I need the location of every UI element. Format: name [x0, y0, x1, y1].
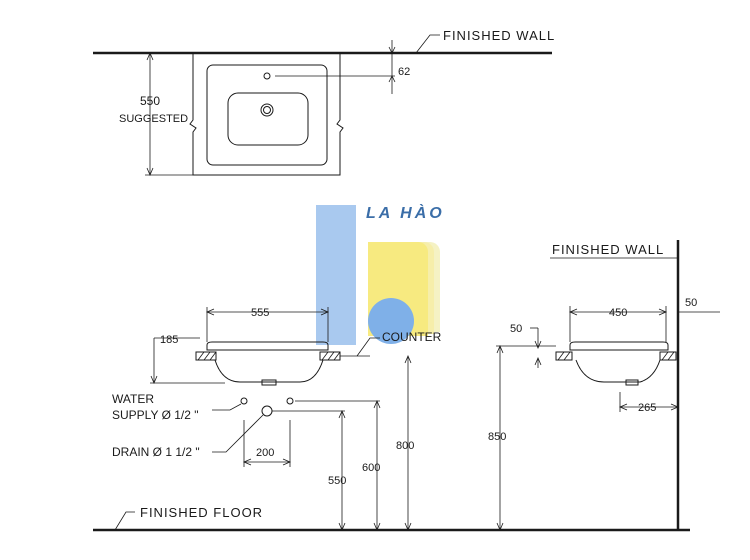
tap-hole-icon	[263, 72, 271, 80]
arrow-left-icon	[242, 458, 252, 466]
arrow-up-icon	[496, 344, 504, 354]
arrow-right-icon	[670, 403, 680, 411]
logo-circle	[368, 298, 414, 344]
watermark-logo: LA HÀO	[316, 203, 445, 345]
counter-label: COUNTER	[382, 330, 442, 344]
side-drain-outlet	[625, 379, 639, 386]
finished-floor-leader	[114, 511, 135, 531]
water-supply-label-line2: SUPPLY Ø 1/2 "	[112, 408, 199, 422]
supply-height-value: 600	[362, 462, 380, 474]
arrow-up-icon	[404, 354, 412, 364]
drain-height-value: 550	[328, 475, 346, 487]
counter-height-value: 800	[396, 440, 414, 452]
drain-point-icon	[261, 405, 273, 417]
side-drain-offset-value: 265	[638, 402, 656, 414]
basin-bowl-top-view	[227, 92, 309, 146]
side-height-value: 850	[488, 431, 506, 443]
arrow-down-icon	[534, 340, 542, 350]
basin-bowl-front	[214, 359, 324, 383]
tap-hole-dimension-value: 62	[398, 66, 410, 78]
side-basin-rim	[569, 341, 669, 351]
finished-wall-top-label: FINISHED WALL	[443, 28, 555, 43]
side-rim-value: 50	[510, 323, 522, 335]
side-basin-bowl	[575, 359, 661, 383]
width-dimension-value: 555	[251, 307, 269, 319]
drain-outlet-front	[261, 379, 277, 386]
finished-floor-label: FINISHED FLOOR	[140, 505, 263, 520]
counter-slab-left	[195, 351, 217, 361]
arrow-up-icon	[534, 356, 542, 366]
water-supply-label-line1: WATER	[112, 392, 154, 406]
arrow-up-icon	[338, 409, 346, 419]
water-supply-point-icon	[286, 397, 294, 405]
arrow-left-icon	[568, 308, 578, 316]
side-depth-value: 450	[609, 307, 627, 319]
drain-inner-icon	[263, 106, 271, 114]
arrow-right-icon	[320, 308, 330, 316]
logo-blue-bar	[316, 205, 356, 345]
suggested-text: SUGGESTED	[119, 113, 188, 125]
drain-leader	[212, 414, 264, 453]
arrow-down-icon	[146, 167, 154, 177]
arrow-up-icon	[146, 51, 154, 61]
arrow-right-icon	[658, 308, 668, 316]
drain-label: DRAIN Ø 1 1/2 "	[112, 445, 200, 459]
arrow-right-icon	[282, 458, 292, 466]
rim-dimension-value: 185	[160, 334, 178, 346]
basin-outer-top-view	[206, 64, 328, 166]
finished-wall-top-leader	[415, 34, 440, 54]
arrow-up-icon	[373, 399, 381, 409]
drain-outer-icon	[260, 103, 274, 117]
water-supply-point-icon	[240, 397, 248, 405]
counter-slab-right	[319, 351, 341, 361]
water-supply-leader	[212, 403, 242, 411]
counter-leader	[356, 337, 380, 357]
side-counter-slab-left	[555, 351, 573, 361]
arrow-up-icon	[388, 75, 396, 83]
side-wall-gap-value: 50	[685, 297, 697, 309]
side-counter-slab-right	[659, 351, 677, 361]
finished-wall-right-label: FINISHED WALL	[552, 242, 664, 257]
basin-rim-front	[206, 341, 329, 351]
arrow-down-icon	[388, 46, 396, 54]
countertop-outline	[189, 53, 344, 176]
logo-text: LA HÀO	[366, 203, 445, 222]
arrow-left-icon	[205, 308, 215, 316]
arrow-down-icon	[496, 522, 504, 532]
suggested-value: 550	[140, 94, 160, 108]
drain-offset-value: 200	[256, 447, 274, 459]
arrow-left-icon	[618, 403, 628, 411]
